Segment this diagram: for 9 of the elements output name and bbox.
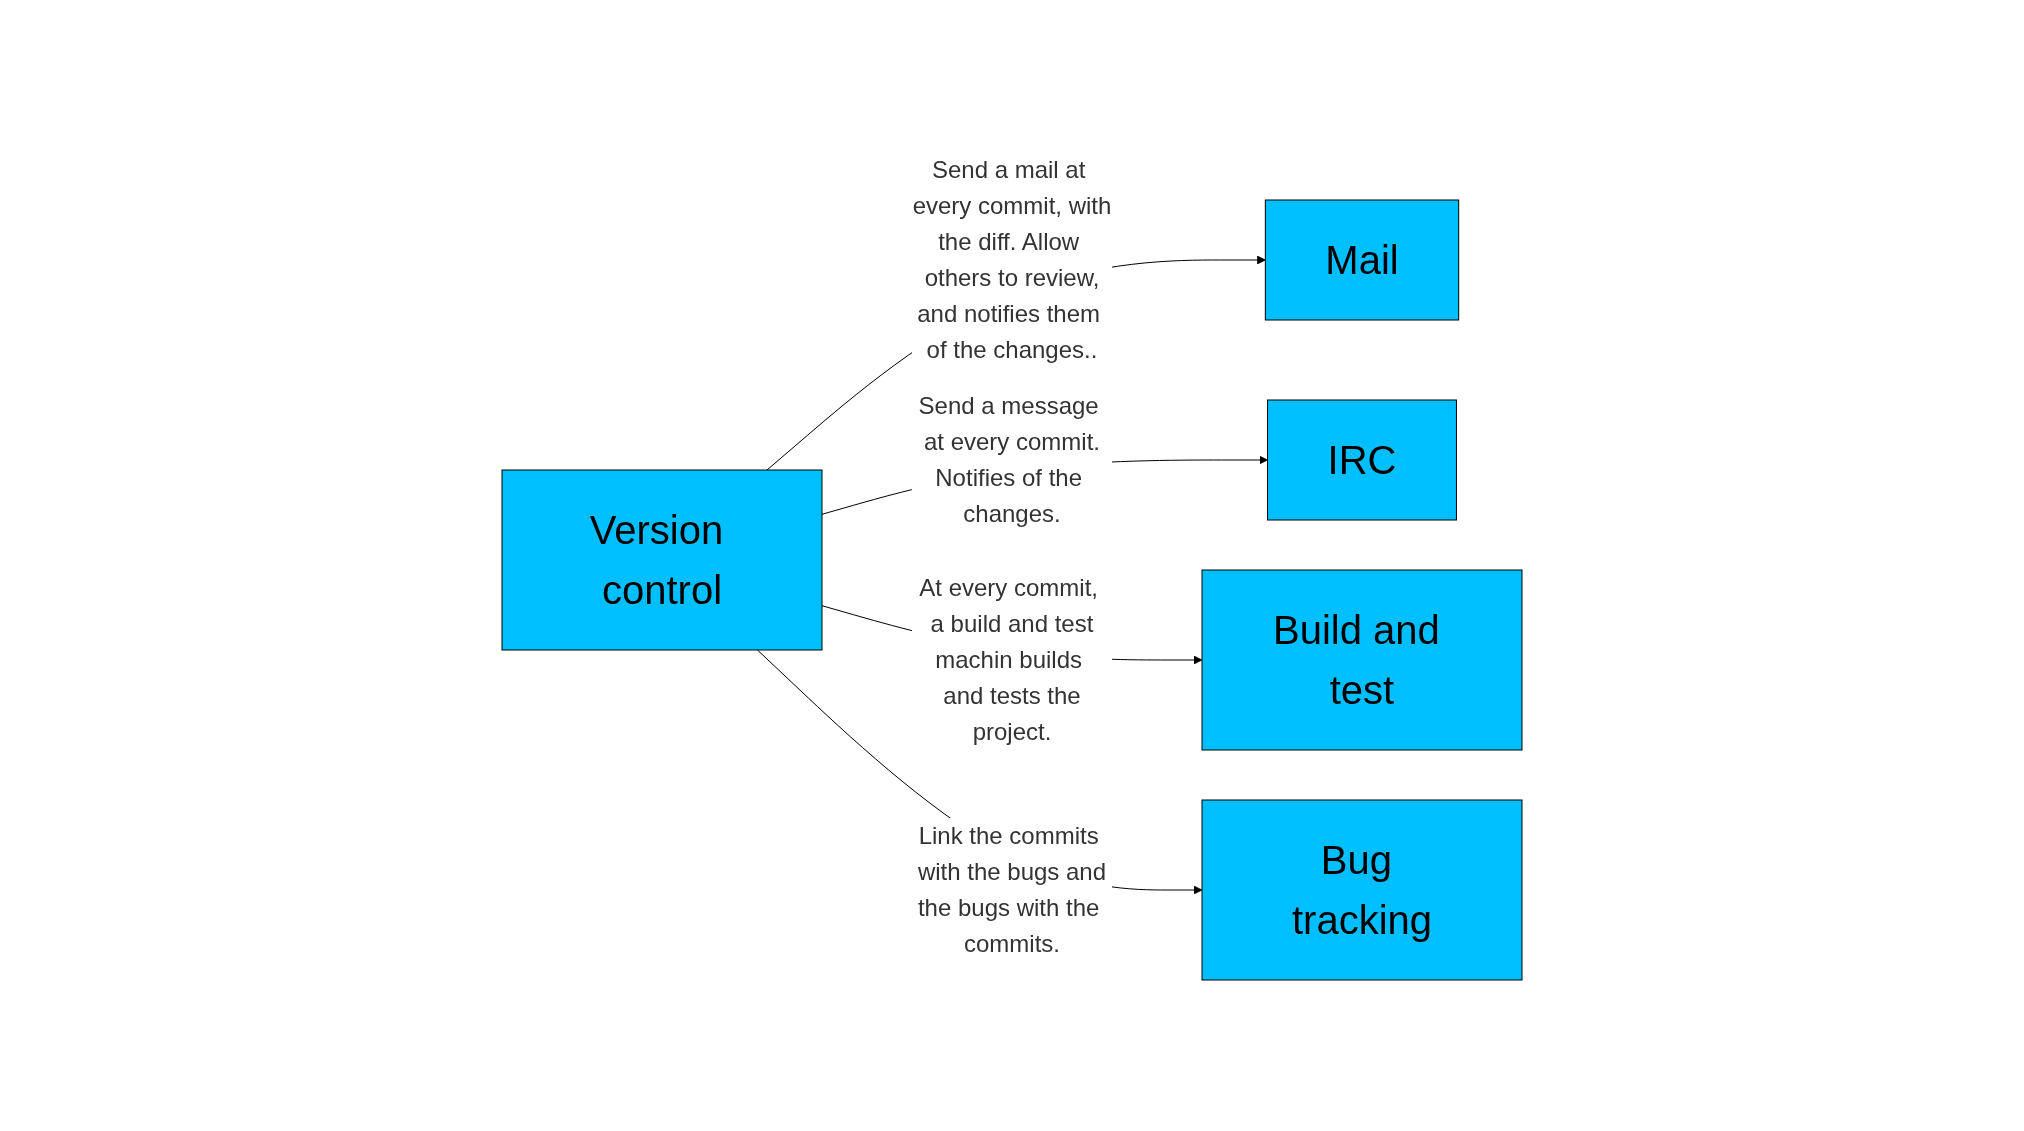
node-box: Bug tracking bbox=[1201, 799, 1523, 980]
node-box: IRC bbox=[1267, 399, 1457, 520]
node-box: Build and test bbox=[1201, 569, 1523, 750]
edge-label: At every commit, a build and test machin builds and tests the project. bbox=[919, 573, 1099, 745]
edge-label: Send a mail at every commit, with the diff. Allow others to review, and notifies them of the changes.. bbox=[912, 155, 1112, 363]
edge-label: Send a message at every commit. Notifies of the changes. bbox=[918, 391, 1101, 527]
edge-label: Link the commits with the bugs and the bugs with the commits. bbox=[917, 821, 1107, 957]
node-box: Version control bbox=[501, 469, 823, 650]
node-box: Mail bbox=[1264, 199, 1460, 320]
